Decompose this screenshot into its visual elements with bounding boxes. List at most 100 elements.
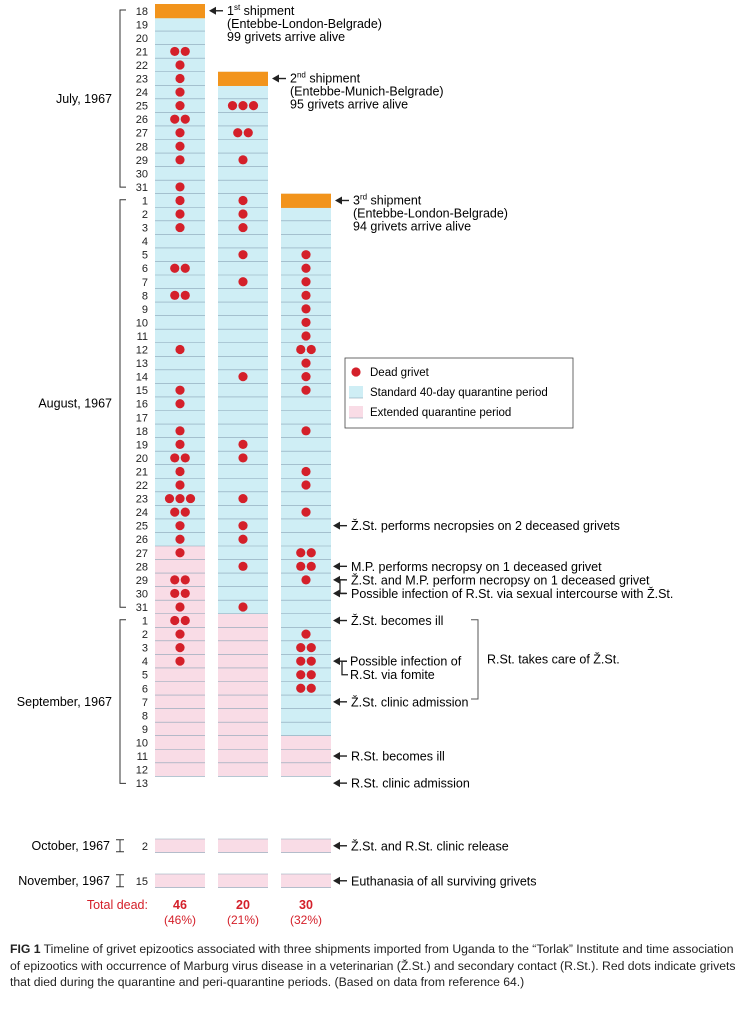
dead-grivet-dot — [306, 561, 316, 571]
dead-grivet-dot — [238, 439, 248, 449]
dead-grivet-dot — [170, 46, 180, 57]
day-label-november: 15 — [136, 876, 148, 888]
month-label-november: November, 1967 — [18, 874, 110, 888]
day-label: 3 — [142, 223, 148, 235]
day-label: 24 — [136, 87, 148, 99]
day-label: 29 — [136, 155, 148, 167]
event-text: Ž.St. clinic admission — [351, 694, 468, 709]
dead-grivet-dot — [175, 385, 185, 395]
day-label: 31 — [136, 602, 148, 614]
legend-dead-marker — [351, 367, 361, 377]
dead-grivet-dot — [175, 439, 185, 449]
dead-grivet-dot — [306, 670, 316, 680]
dead-grivet-dot — [301, 304, 311, 314]
day-label: 6 — [142, 263, 148, 275]
month-label-october: October, 1967 — [31, 839, 110, 853]
total-dead-percent: (21%) — [227, 913, 259, 927]
day-label: 9 — [142, 724, 148, 736]
day-label: 5 — [142, 250, 148, 262]
dead-grivet-dot — [175, 141, 185, 151]
dead-grivet-dot — [238, 250, 248, 260]
day-label: 23 — [136, 74, 148, 86]
dead-grivet-dot — [180, 263, 190, 273]
day-label: 30 — [136, 168, 148, 180]
dead-grivet-dot — [238, 209, 248, 219]
dead-grivet-dot — [175, 73, 185, 84]
dead-grivet-dot — [170, 575, 180, 585]
grivet-timeline-chart: 1819202122232425262728293031123456789101… — [17, 3, 674, 927]
dead-grivet-dot — [175, 60, 185, 70]
dead-grivet-dot — [164, 493, 175, 504]
shipment-arrow-head — [335, 196, 342, 205]
dead-grivet-dot — [301, 331, 311, 341]
fomite-arrow-head — [333, 657, 340, 666]
day-label: 15 — [136, 385, 148, 397]
event-text: Euthanasia of all surviving grivets — [351, 874, 537, 888]
november-segment — [155, 874, 205, 888]
dead-grivet-dot — [180, 46, 190, 57]
shipment-arrow-head — [209, 6, 216, 15]
dead-grivet-dot — [301, 250, 311, 260]
october-bracket — [116, 839, 124, 853]
shipment-arrival-text: 99 grivets arrive alive — [227, 30, 345, 44]
total-dead-value: 20 — [236, 898, 250, 912]
day-label: 22 — [136, 60, 148, 72]
dead-grivet-dot — [301, 466, 311, 477]
day-label: 18 — [136, 6, 148, 18]
dead-grivet-dot — [175, 182, 185, 192]
day-label: 29 — [136, 575, 148, 587]
dead-grivet-dot — [238, 101, 248, 111]
day-label: 19 — [136, 439, 148, 451]
day-label: 20 — [136, 33, 148, 45]
shipment-arrival-bar — [155, 4, 205, 19]
august-bracket — [119, 199, 126, 608]
dead-grivet-dot — [238, 222, 248, 233]
dead-grivet-dot — [301, 575, 311, 585]
dead-grivet-dot — [296, 670, 306, 680]
dead-grivet-dot — [306, 548, 316, 558]
day-label: 4 — [142, 236, 148, 248]
legend-standard-swatch — [349, 386, 363, 398]
day-label: 12 — [136, 765, 148, 777]
shipment-route: (Entebbe-Munich-Belgrade) — [290, 85, 444, 99]
month-label-july: July, 1967 — [56, 92, 112, 106]
event-text: Ž.St. and R.St. clinic release — [351, 838, 509, 853]
dead-grivet-dot — [175, 155, 185, 165]
dead-grivet-dot — [175, 426, 185, 436]
dead-grivet-dot — [233, 128, 243, 138]
fomite-note-line: R.St. via fomite — [350, 668, 435, 682]
day-label: 10 — [136, 737, 148, 749]
dead-grivet-dot — [301, 480, 311, 490]
dead-grivet-dot — [175, 480, 185, 490]
total-dead-percent: (46%) — [164, 913, 196, 927]
dead-grivet-dot — [306, 344, 316, 355]
dead-grivet-dot — [180, 290, 190, 300]
event-arrow-head — [333, 697, 340, 706]
legend-extended-label: Extended quarantine period — [370, 407, 511, 419]
dead-grivet-dot — [238, 561, 248, 571]
day-label: 25 — [136, 521, 148, 533]
dead-grivet-dot — [238, 277, 248, 287]
dead-grivet-dot — [243, 128, 253, 138]
dead-grivet-dot — [175, 521, 185, 531]
dead-grivet-dot — [180, 588, 190, 599]
event-text: Ž.St. performs necropsies on 2 deceased … — [351, 518, 620, 533]
dead-grivet-dot — [238, 453, 248, 463]
day-label: 7 — [142, 697, 148, 709]
day-label: 8 — [142, 710, 148, 722]
dead-grivet-dot — [238, 534, 248, 544]
event-text: R.St. clinic admission — [351, 777, 470, 791]
dead-grivet-dot — [170, 615, 180, 626]
october-segment — [281, 839, 331, 853]
dead-grivet-dot — [180, 453, 190, 463]
legend-standard-label: Standard 40-day quarantine period — [370, 387, 548, 399]
dead-grivet-dot — [238, 521, 248, 531]
shipment-route: (Entebbe-London-Belgrade) — [227, 17, 382, 31]
day-label: 26 — [136, 114, 148, 126]
day-label: 4 — [142, 656, 148, 668]
month-label-september: September, 1967 — [17, 695, 112, 709]
event-arrow-head — [333, 841, 340, 850]
dead-grivet-dot — [301, 629, 311, 639]
shipment-arrival-text: 94 grivets arrive alive — [353, 219, 471, 233]
dead-grivet-dot — [227, 101, 238, 111]
